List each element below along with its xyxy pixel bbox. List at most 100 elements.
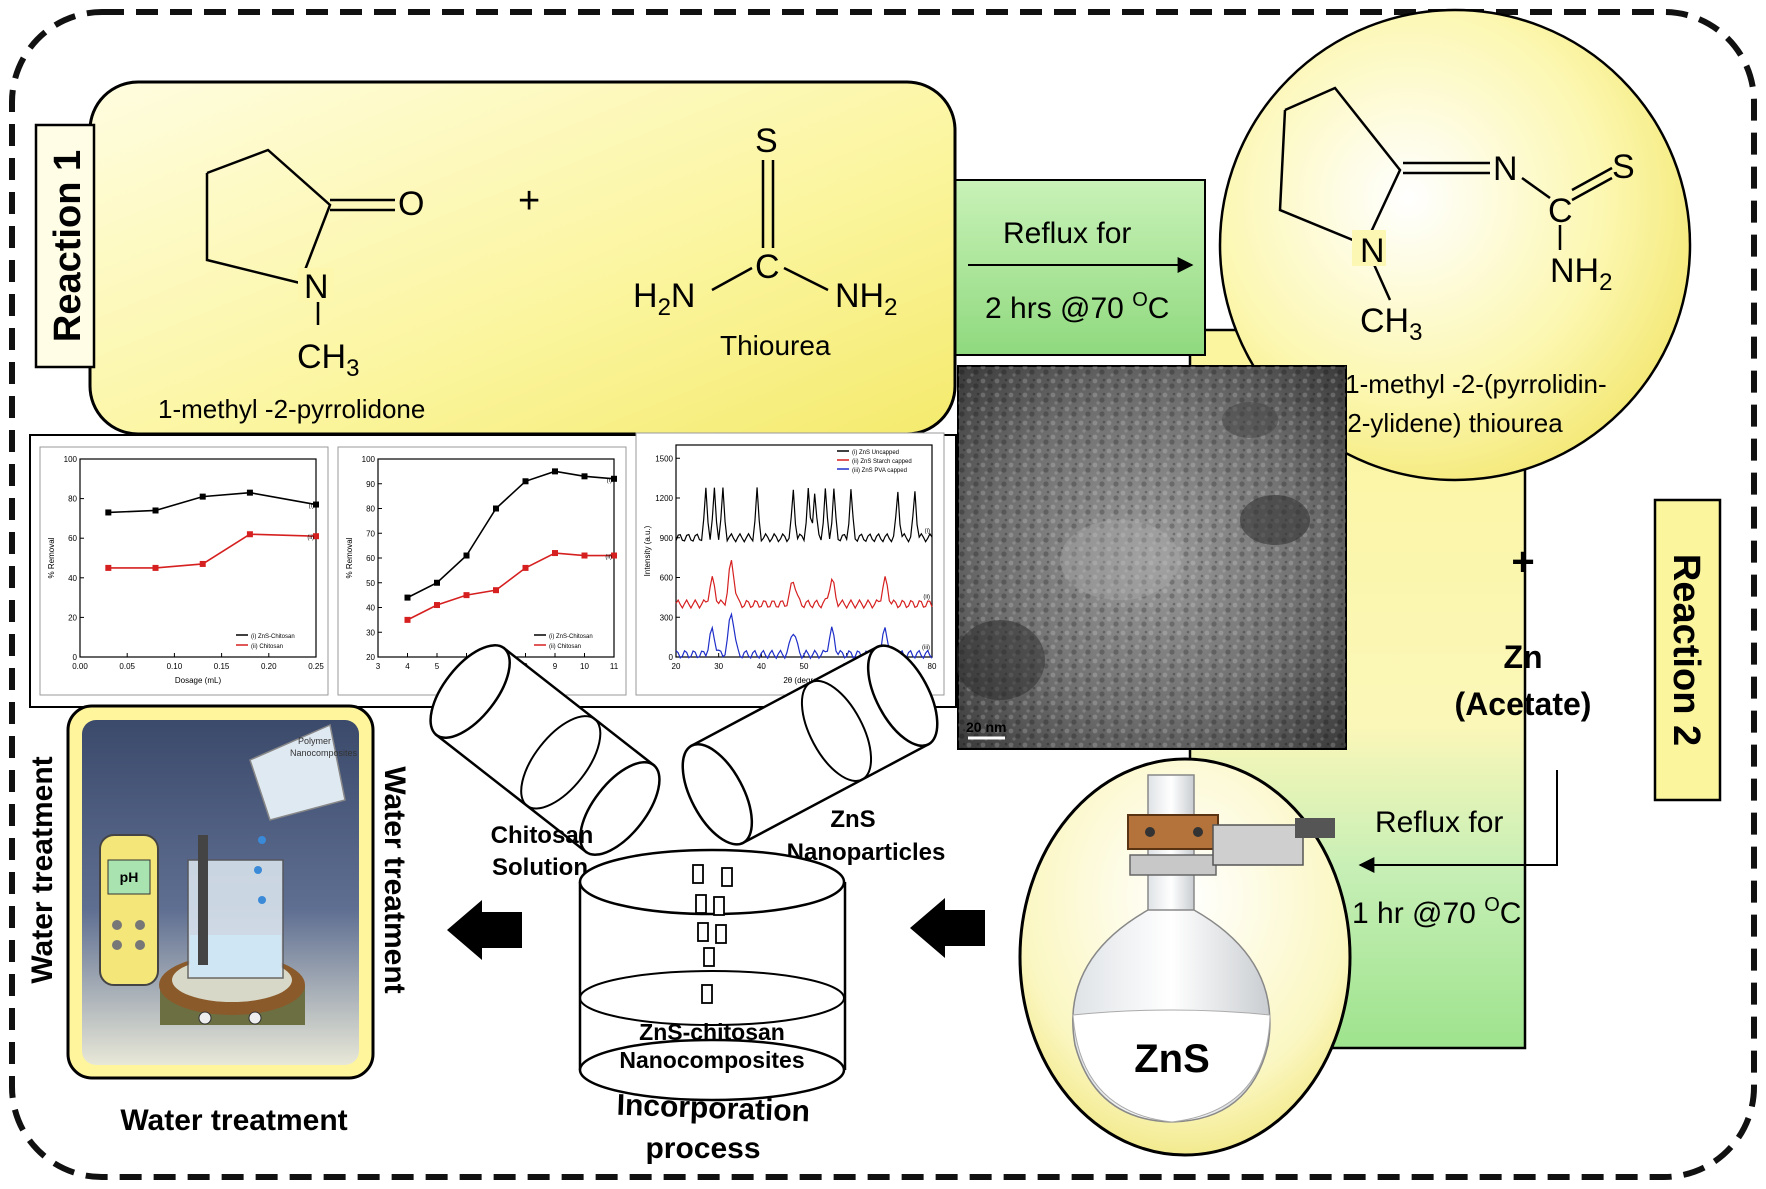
chart-1-series-0-point [552, 468, 558, 475]
zns-flask-label: ZnS [1134, 1037, 1210, 1081]
reaction1-label-box [34, 123, 96, 369]
chart-2-series-1-end-label: (ii) [923, 595, 930, 601]
water-treatment-bottom: Water treatment [120, 1104, 347, 1137]
chart-1-series-0-end-label: (i) [607, 478, 612, 484]
chart-1-ytick-label: 70 [366, 529, 375, 538]
chart-0-xtick-label: 0.25 [308, 662, 324, 671]
chart-2-legend-label-1: (ii) ZnS Starch capped [852, 459, 912, 465]
product-methyl: CH3 [1360, 302, 1422, 346]
chart-1-series-1-point [611, 552, 617, 559]
chart-2-xtick-label: 80 [928, 662, 937, 671]
chart-1-xtick-label: 10 [580, 662, 589, 671]
thiourea-name: Thiourea [720, 330, 831, 361]
chart-2-series-1-trace [675, 560, 933, 610]
water-treatment-illustration [99, 723, 346, 1025]
chart-0-ytick-label: 40 [68, 574, 77, 583]
product-name-line1: (Z)-1-methyl -2-(pyrrolidin- [1303, 369, 1606, 399]
chart-1-ytick-label: 30 [366, 628, 375, 637]
reaction1-label: Reaction 1 [47, 150, 89, 342]
chart-0-series-1-point [199, 560, 206, 567]
tem-scale-label: 20 nm [966, 719, 1006, 735]
chart-0-ytick-label: 0 [73, 653, 78, 662]
nmp-name: 1-methyl -2-pyrrolidone [158, 394, 425, 424]
chart-1-legend-label-0: (i) ZnS-Chitosan [549, 634, 593, 640]
chart-0-ytick-label: 20 [68, 613, 77, 622]
chart-1-series-0-point [581, 473, 588, 480]
chart-1-ylabel: % Removal [345, 537, 354, 578]
reaction2-label-box [1653, 498, 1722, 802]
chart-1-xtick-label: 4 [405, 662, 410, 671]
thiourea-right-nh2: NH2 [835, 277, 897, 321]
water-treatment-right-vertical: Water treatment [378, 766, 411, 993]
arrow-flask-to-vessel [910, 898, 985, 958]
vessel-label-line1: ZnS-chitosan [639, 1019, 785, 1045]
chart-0-xtick-label: 0.05 [119, 662, 135, 671]
thiourea-atom-s: S [755, 122, 778, 160]
chart-1-xtick-label: 11 [610, 662, 619, 671]
reaction1-condition-band [954, 179, 1206, 356]
zns-np-label-line1: ZnS [830, 806, 875, 833]
chart-1-series-0-point [463, 552, 470, 559]
zn-line2: (Acetate) [1455, 686, 1592, 722]
chart-2-xtick-label: 50 [800, 662, 809, 671]
chart-1-series-0-line [407, 470, 615, 599]
reaction2-label: Reaction 2 [1665, 554, 1707, 746]
chart-1-ytick-label: 90 [366, 480, 375, 489]
chart-2-ytick-label: 600 [660, 574, 674, 583]
nmp-methyl: CH3 [297, 338, 359, 382]
arrow-vessel-to-water [447, 900, 522, 960]
zn-line1: Zn [1503, 639, 1542, 675]
reaction1-panel [88, 80, 957, 436]
chart-2-xlabel: 2θ (degree) [783, 676, 825, 685]
chart-2-ytick-label: 300 [660, 613, 674, 622]
chart-1-series-0-point [493, 505, 499, 512]
chart-2-series-0-trace [675, 487, 933, 544]
chart-1-ytick-label: 80 [366, 505, 375, 514]
mixing-vessel [578, 848, 847, 1102]
chart-0-xtick-label: 0.10 [167, 662, 183, 671]
vessel-label-line2: Nanocomposites [619, 1047, 804, 1073]
chitosan-cylinder [429, 644, 661, 856]
chart-1-ytick-label: 100 [362, 455, 376, 464]
chart-1-xtick-label: 3 [376, 662, 381, 671]
chart-0-legend-label-1: (ii) Chitosan [251, 644, 283, 650]
zns-nanoparticle-cylinder [681, 644, 939, 846]
product-atom-n-ring: N [1360, 232, 1385, 270]
chart-1-ytick-label: 60 [366, 554, 375, 563]
chart-0-series-0-point [246, 489, 253, 496]
chart-2-ylabel: Intensity (a.u.) [643, 525, 652, 576]
chitosan-label-line2: Solution [492, 854, 588, 881]
chart-1-ytick-label: 40 [366, 604, 375, 613]
chart-0-series-1-point [313, 533, 319, 540]
chart-2-ytick-label: 0 [669, 653, 674, 662]
chart-1-legend-label-1: (ii) Chitosan [549, 644, 581, 650]
chart-2-xtick-label: 30 [714, 662, 723, 671]
chart-1-series-0-point [404, 594, 411, 601]
water-treatment-left-vertical: Water treatment [26, 756, 59, 983]
chart-2-series-2-end-label: (iii) [922, 645, 930, 651]
product-atom-s: S [1612, 148, 1635, 186]
reaction1-condition-line2: 2 hrs @70 OC [985, 289, 1169, 325]
thiourea-atom-c: C [755, 248, 780, 286]
chart-0-ylabel: % Removal [47, 537, 56, 578]
chart-0-series-1-point [152, 564, 159, 571]
tem-micrograph [955, 365, 1347, 750]
product-circle [1218, 8, 1692, 482]
chart-1-series-1-end-label: (ii) [605, 555, 612, 561]
chart-0-plot-area [79, 458, 317, 658]
process-label-line2: process [645, 1132, 760, 1165]
chart-1-series-1-line [407, 552, 614, 621]
flask-illustration [1072, 774, 1335, 1123]
process-label-line1: Incorporation [616, 1089, 810, 1129]
chart-1-series-0-point [434, 579, 440, 586]
chart-0-series-1-end-label: (ii) [307, 535, 314, 541]
chart-1-series-1-point [522, 564, 529, 571]
product-atom-c: C [1548, 192, 1573, 230]
jug-label-line2: Nanocomposites [290, 748, 358, 758]
chart-1-series-0-point [522, 478, 529, 485]
chart-1-series-1-point [463, 592, 470, 599]
chart-1-xtick-label: 9 [553, 662, 558, 671]
chart-1-series-1-point [581, 552, 588, 559]
product-structure [1278, 86, 1613, 301]
